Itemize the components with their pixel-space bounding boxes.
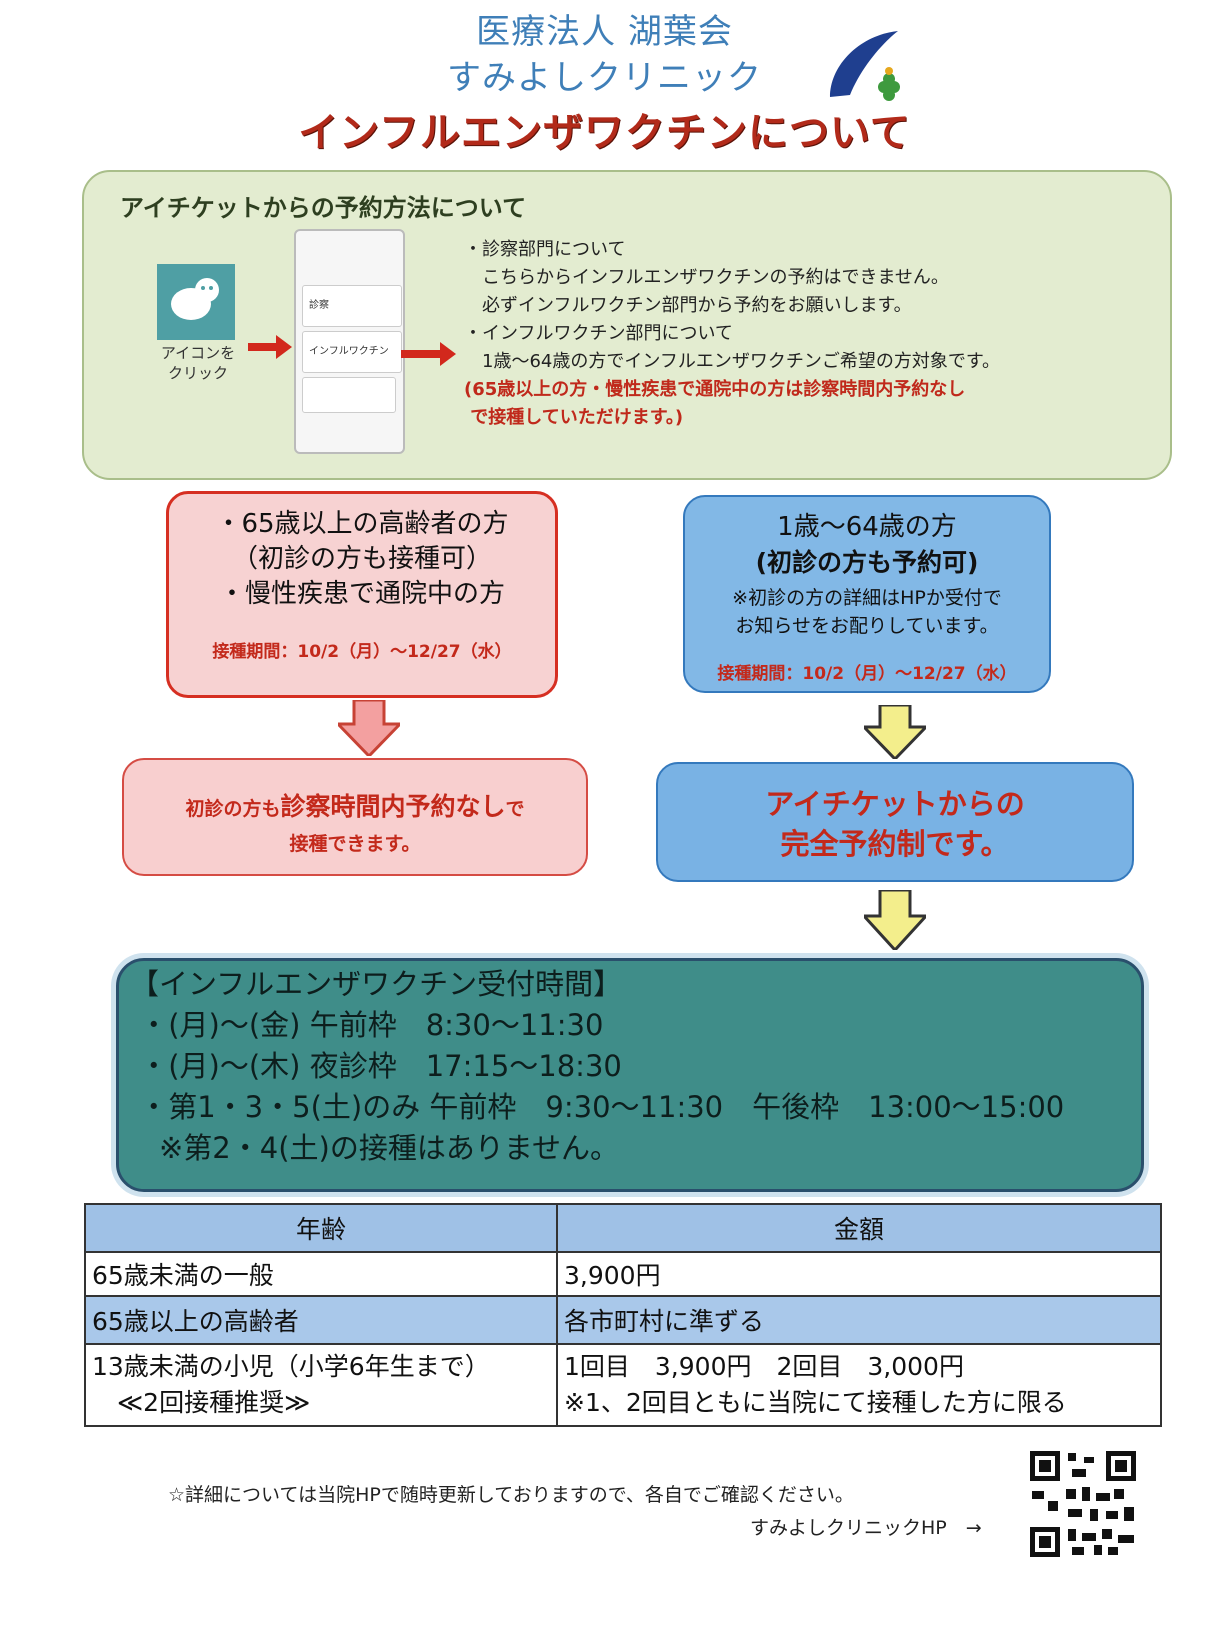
arrow-head-icon	[276, 335, 292, 359]
general-target-box	[683, 495, 1051, 693]
aiticket-note: (65歳以上の方・慢性疾患で通院中の方は診察時間内予約なし で接種していただけま…	[464, 379, 966, 428]
fee-age-cell: 65歳未満の一般	[84, 1251, 558, 1297]
icon-caption: アイコンを クリック	[160, 344, 236, 382]
aiticket-app-icon	[157, 264, 235, 340]
clinic-name: すみよしクリニック	[447, 58, 762, 98]
fee-age-cell: 13歳未満の小児（小学6年生まで） ≪2回接種推奨≫	[84, 1343, 558, 1427]
phone-row-shinsatsu[interactable]: 診察	[302, 285, 402, 327]
fee-price-cell: 3,900円	[556, 1251, 1162, 1297]
fee-table-header: 年齢 金額	[84, 1203, 1162, 1253]
organization-name: 医療法人 湖葉会	[476, 12, 733, 52]
general-target-line1: 1歳～64歳の方	[777, 512, 957, 542]
elderly-result-prefix: 初診の方も	[185, 798, 281, 820]
phone-row-blank	[302, 377, 396, 413]
elderly-result-suffix: で	[505, 798, 525, 820]
clinic-logo-icon	[830, 31, 900, 101]
fee-price-cell: 各市町村に準ずる	[556, 1295, 1162, 1345]
phone-row-flu-vaccine[interactable]: インフルワクチン	[302, 331, 402, 373]
fee-price-cell: 1回目 3,900円 2回目 3,000円 ※1、2回目ともに当院にて接種した方…	[556, 1343, 1162, 1427]
qr-code-icon[interactable]	[1028, 1449, 1138, 1559]
fee-table: 年齢 金額 65歳未満の一般 3,900円 65歳以上の高齢者 各市町村に準ずる…	[84, 1203, 1162, 1427]
elderly-target-box	[166, 491, 558, 698]
arrow-to-phone	[248, 343, 280, 351]
table-row: 13歳未満の小児（小学6年生まで） ≪2回接種推奨≫ 1回目 3,900円 2回…	[84, 1343, 1162, 1427]
phone-screenshot: 診察 インフルワクチン	[294, 229, 405, 454]
elderly-result-strong: 診察時間内予約なし	[280, 792, 506, 821]
fee-age-cell: 65歳以上の高齢者	[84, 1295, 558, 1345]
reception-hours-text: 【インフルエンザワクチン受付時間】 ・(月)～(金) 午前枠 8:30～11:3…	[130, 967, 1065, 1165]
elderly-result-text: 初診の方も診察時間内予約なしで 接種できます。	[122, 790, 588, 862]
table-row: 65歳以上の高齢者 各市町村に準ずる	[84, 1295, 1162, 1345]
fee-header-age: 年齢	[84, 1203, 558, 1253]
general-result-text: アイチケットからの 完全予約制です。	[765, 787, 1025, 861]
elderly-period: 接種期間：10/2（月）～12/27（水）	[212, 642, 512, 662]
page-title: インフルエンザワクチンについて	[298, 110, 911, 156]
aiticket-heading: アイチケットからの予約方法について	[120, 194, 527, 222]
aiticket-panel	[82, 170, 1172, 480]
elderly-result-box	[122, 758, 588, 876]
general-result-box	[656, 762, 1134, 882]
table-row: 65歳未満の一般 3,900円	[84, 1251, 1162, 1297]
fee-header-price: 金額	[556, 1203, 1162, 1253]
elderly-target-text: ・65歳以上の高齢者の方 （初診の方も接種可） ・慢性疾患で通院中の方	[215, 509, 509, 609]
down-arrow-icon	[864, 705, 926, 759]
reception-hours-panel	[116, 958, 1144, 1192]
general-target-note: ※初診の方の詳細はHPか受付で お知らせをお配りしています。	[732, 587, 1002, 637]
down-arrow-icon	[338, 700, 400, 756]
mascot-icon	[171, 278, 219, 320]
aiticket-description: ・診察部門について こちらからインフルエンザワクチンの予約はできません。 必ずイ…	[464, 239, 1001, 372]
elderly-result-line2: 接種できます。	[289, 833, 421, 855]
general-target-line2: (初診の方も予約可)	[755, 548, 979, 577]
general-period: 接種期間：10/2（月）～12/27（水）	[717, 664, 1017, 684]
arrow-head-icon	[440, 342, 456, 366]
footer-note: ☆詳細については当院HPで随時更新しておりますので、各自でご確認ください。	[168, 1484, 854, 1506]
footer-hp-link[interactable]: すみよしクリニックHP →	[750, 1517, 982, 1539]
down-arrow-icon	[864, 890, 926, 950]
arrow-to-text	[401, 350, 443, 358]
